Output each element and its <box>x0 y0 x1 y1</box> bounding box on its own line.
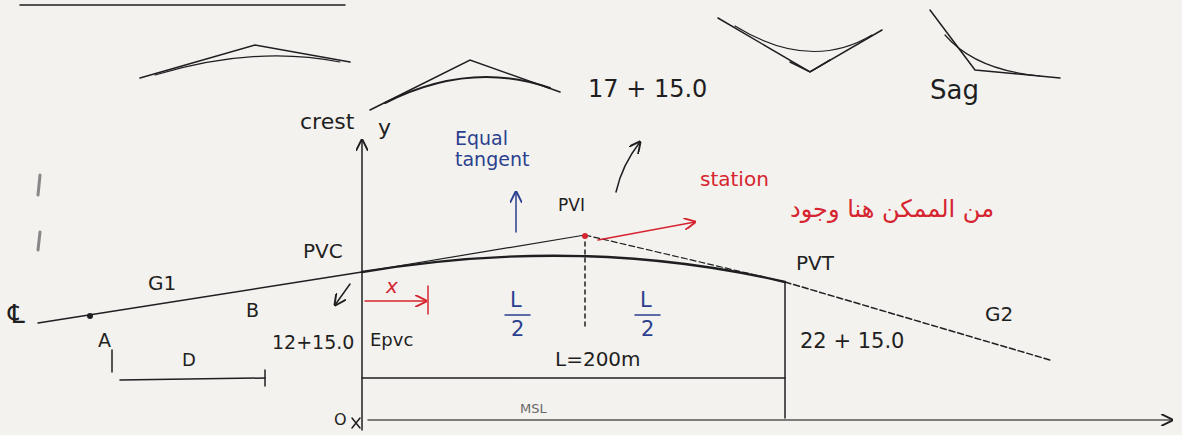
point-label: PVT <box>796 252 834 274</box>
pvt-vertical <box>784 282 786 418</box>
fraction-part: 2 <box>511 318 524 341</box>
distance-label: x <box>386 275 398 297</box>
pointer-arrow <box>598 222 695 240</box>
fraction-part: L <box>510 289 522 312</box>
pointer-arrow <box>515 192 517 232</box>
crest-sketch <box>140 45 350 78</box>
station-label: 22 + 15.0 <box>800 330 904 353</box>
crest-sketch-curve <box>385 77 550 103</box>
grade-label: G1 <box>148 272 176 294</box>
length-dimension <box>362 377 785 379</box>
dimension-tick <box>111 350 113 372</box>
vertical-curve <box>362 256 785 282</box>
sag-sketch-detail <box>790 60 830 72</box>
fraction-bar <box>505 314 530 316</box>
distance-dimension <box>120 378 265 380</box>
crest-sketch-curve <box>155 56 340 75</box>
station-label: 12+15.0 <box>272 332 354 353</box>
point-label: A <box>98 330 111 351</box>
pvi-point <box>582 233 588 239</box>
crest-sketch <box>370 60 560 110</box>
centerline-symbol: ℄ <box>8 300 25 329</box>
place-name: Sag <box>930 76 979 105</box>
x-distance-tick <box>427 286 429 314</box>
grade-label: G2 <box>985 303 1013 325</box>
point-a <box>87 313 93 319</box>
note: Equal tangent <box>455 128 535 170</box>
dimension-label: D <box>182 350 196 370</box>
note-arabic: من الممكن هنا وجود <box>790 196 994 222</box>
pointer-arrow <box>616 142 640 192</box>
fraction-part: L <box>640 289 652 312</box>
sag-sketch <box>930 10 1060 78</box>
point-label: PVI <box>558 196 585 215</box>
origin-mark <box>352 418 360 428</box>
sag-sketch-curve <box>945 35 1040 76</box>
y-axis <box>361 140 363 430</box>
place-name: crest <box>300 110 354 134</box>
grade-line-g1 <box>38 272 362 323</box>
top-rule <box>20 4 345 6</box>
fraction-bar <box>635 314 660 316</box>
origin-label: O <box>334 411 347 429</box>
dimension-tick <box>264 370 266 386</box>
edge-mark <box>38 232 40 250</box>
sag-sketch <box>718 18 882 72</box>
pvi-vertical <box>584 242 586 330</box>
datum-label: MSL <box>520 402 547 416</box>
dimension-label: L=200m <box>555 348 641 370</box>
point-label: Epvc <box>370 330 413 350</box>
pointer-arrow <box>335 284 350 305</box>
fraction-part: 2 <box>641 318 654 341</box>
msl-line <box>368 419 1172 421</box>
sag-sketch-curve <box>735 26 872 51</box>
point-label: B <box>246 300 259 321</box>
edge-mark <box>38 175 40 195</box>
station-label: 17 + 15.0 <box>588 76 707 102</box>
x-distance-arrow <box>365 300 426 302</box>
grade-line-g2 <box>785 282 1050 360</box>
axis-label: y <box>378 116 391 140</box>
note: station <box>700 168 769 190</box>
point-label: PVC <box>303 240 343 262</box>
